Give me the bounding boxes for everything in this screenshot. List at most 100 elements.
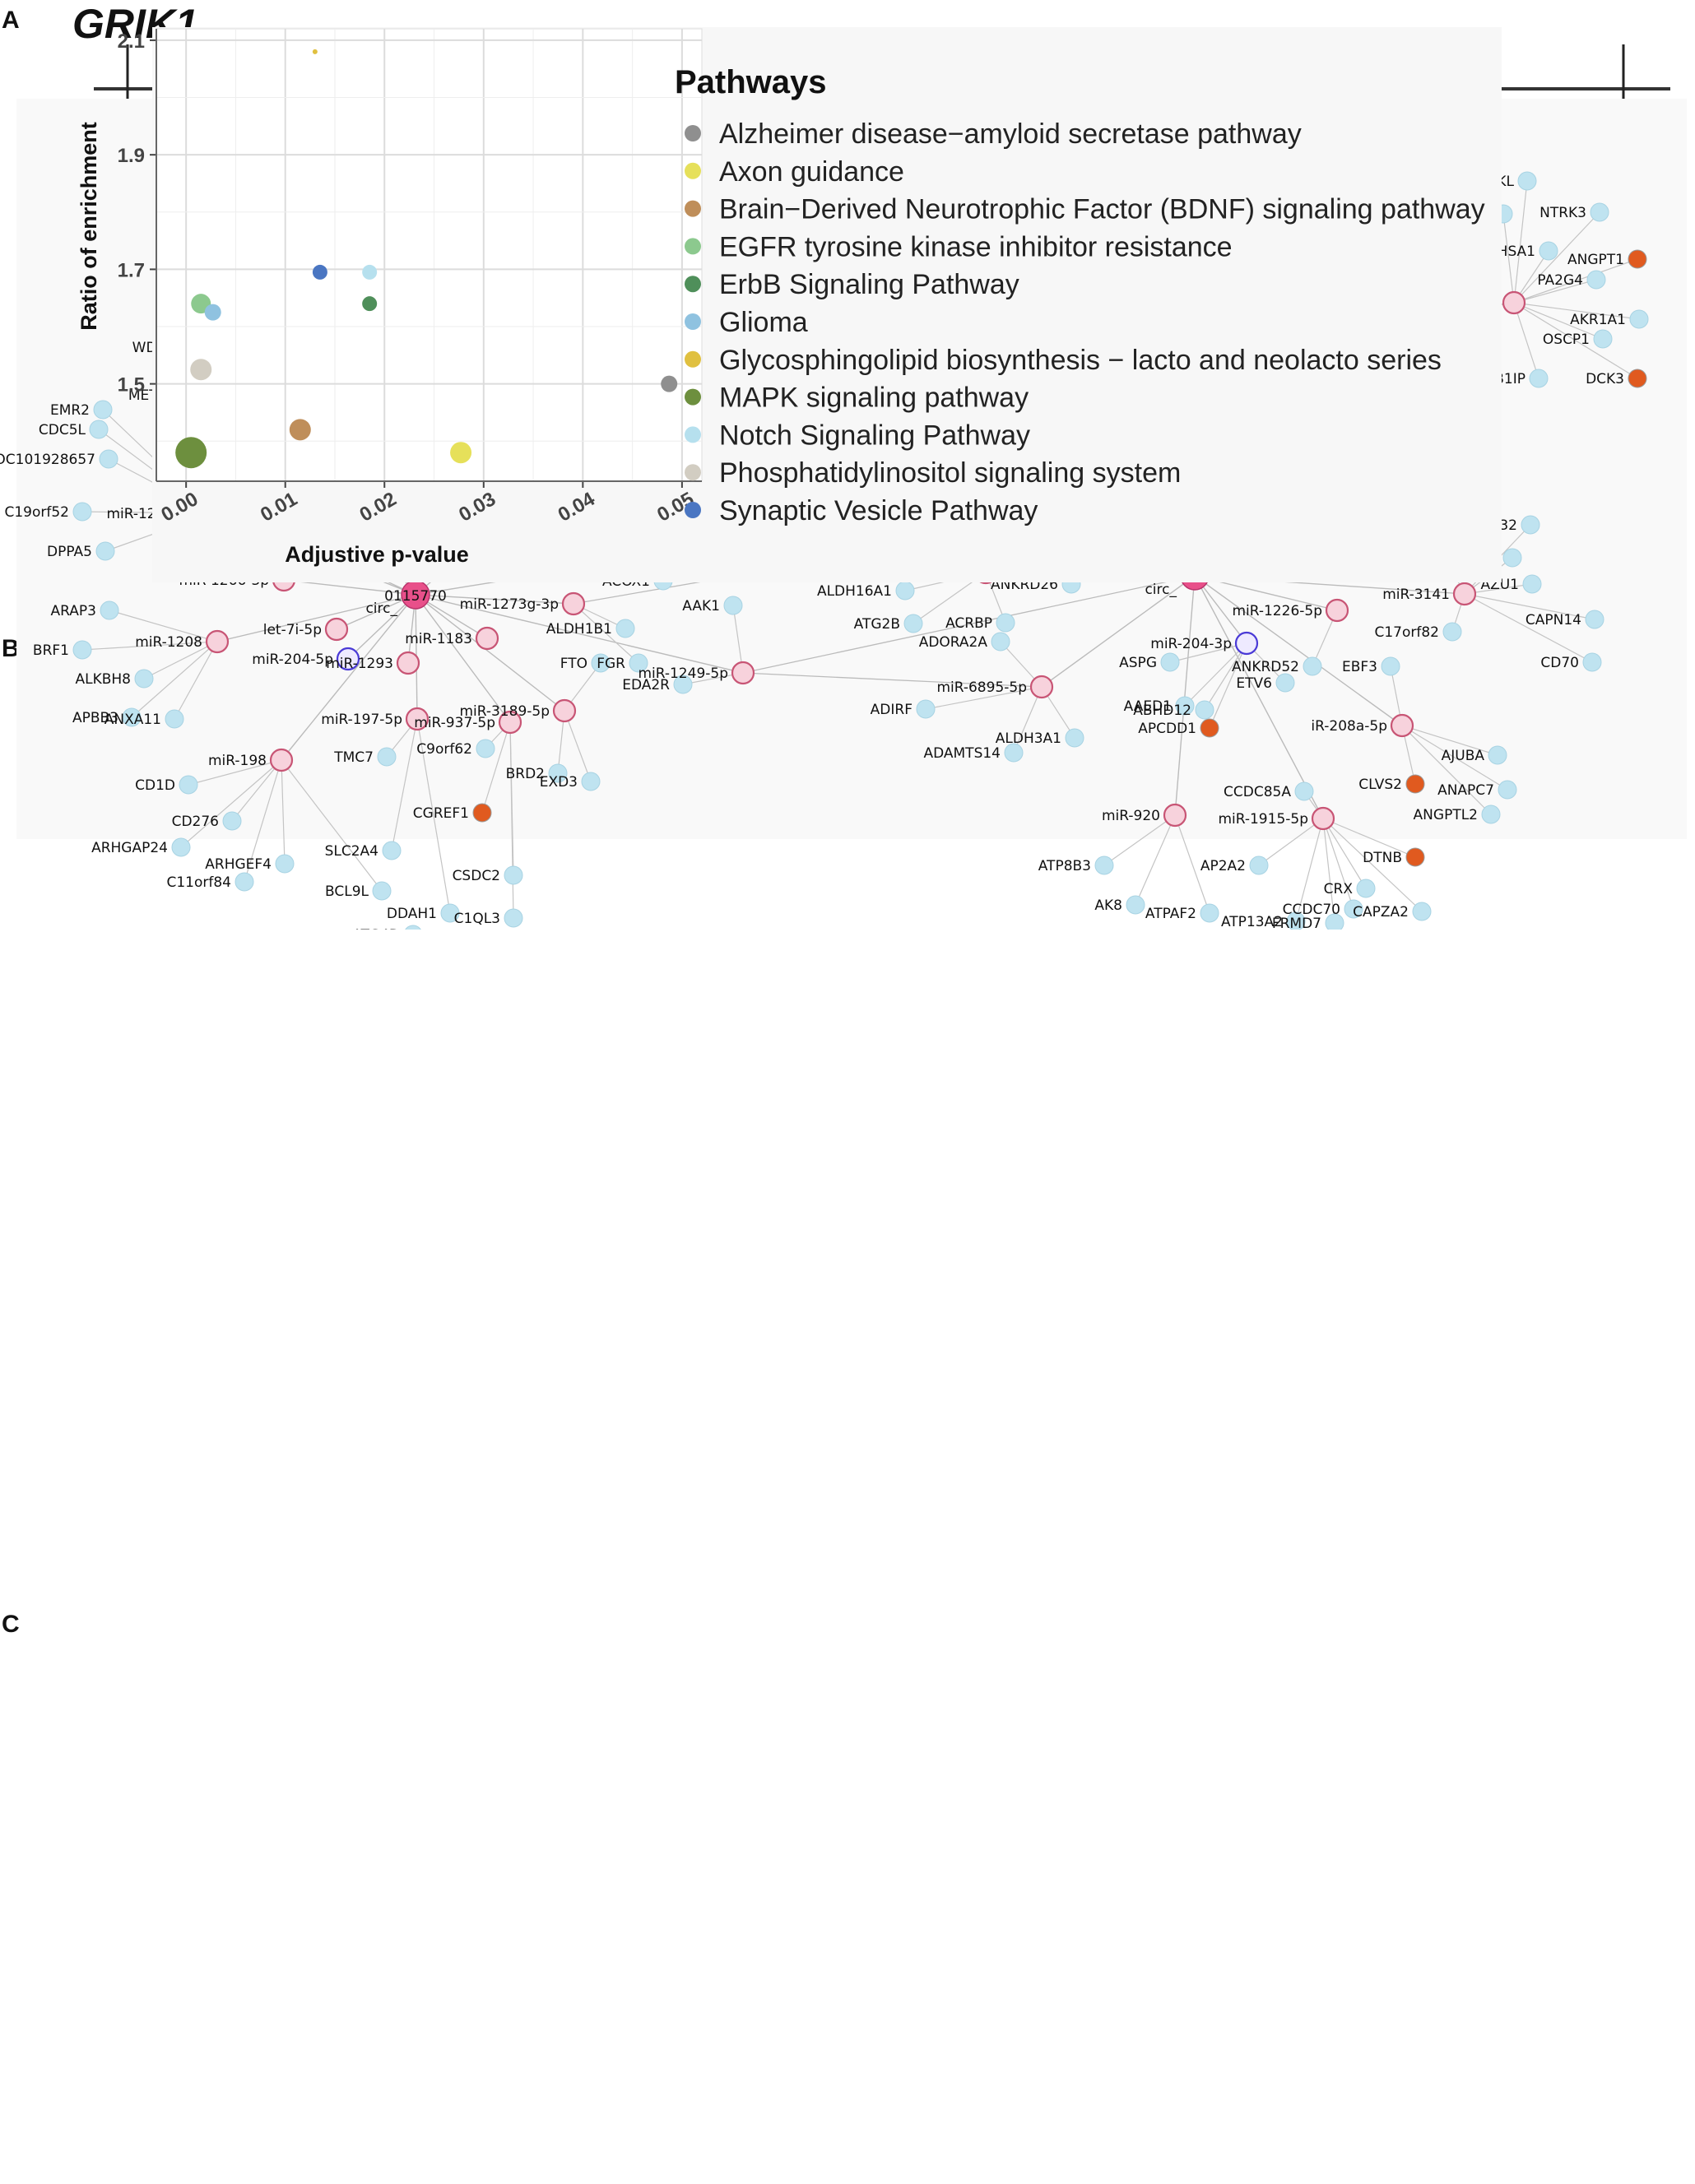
mirna-label: miR-1226-5p bbox=[1232, 603, 1322, 619]
gene-node bbox=[548, 763, 568, 783]
gene-label: ARHGEF4 bbox=[205, 856, 272, 873]
scatter-point bbox=[190, 359, 212, 381]
gene-node bbox=[723, 596, 743, 615]
gene-label: AJUBA bbox=[1442, 748, 1485, 764]
mirna-label: miR-204-5p bbox=[252, 651, 333, 668]
gene-label: ALDH16A1 bbox=[817, 583, 892, 600]
gene-node bbox=[504, 865, 523, 885]
gene-node bbox=[1405, 774, 1425, 794]
mirna-label: miR-198 bbox=[208, 753, 267, 769]
gene-node bbox=[1303, 656, 1322, 676]
gene-label: ADIRF bbox=[871, 702, 913, 718]
legend-swatch bbox=[685, 125, 701, 141]
panel-c-letter: C bbox=[2, 1611, 20, 1638]
circrna-hub-id: 0115770 bbox=[384, 588, 447, 605]
scatter-point bbox=[312, 49, 318, 54]
mirna-label: miR-3141 bbox=[1382, 587, 1450, 603]
scatter-point bbox=[450, 442, 472, 464]
gene-label: PA2G4 bbox=[1537, 272, 1583, 289]
panel-b-letter: B bbox=[2, 635, 20, 662]
gene-label: ALDH3A1 bbox=[996, 730, 1061, 747]
legend-label: MAPK signaling pathway bbox=[719, 383, 1029, 414]
gene-label: DDAH1 bbox=[387, 906, 437, 922]
mirna-node bbox=[336, 647, 360, 671]
gene-node bbox=[673, 675, 693, 694]
gene-label: AAED1 bbox=[1124, 698, 1172, 715]
gene-label: BCL9L bbox=[325, 883, 369, 900]
gene-label: CRX bbox=[1324, 881, 1354, 897]
gene-node bbox=[1529, 369, 1549, 388]
legend-label: Notch Signaling Pathway bbox=[719, 420, 1030, 451]
y-tick-label: 2.1 bbox=[118, 30, 145, 53]
gene-node bbox=[1590, 202, 1609, 222]
panel-a-letter: A bbox=[2, 7, 20, 34]
circrna-hub-prefix: circ_ bbox=[1145, 582, 1177, 598]
mirna-node bbox=[1163, 803, 1187, 828]
mirna-label: miR-3189-5p bbox=[459, 703, 550, 720]
mirna-label: miR-1183 bbox=[405, 631, 472, 647]
mirna-node bbox=[1452, 582, 1477, 606]
gene-node bbox=[1249, 856, 1269, 875]
gene-node bbox=[134, 669, 154, 689]
gene-label: BRD2 bbox=[506, 766, 545, 782]
gene-node bbox=[991, 632, 1010, 651]
mirna-label: miR-1915-5p bbox=[1218, 811, 1308, 828]
gene-label: OSCP1 bbox=[1543, 332, 1590, 348]
gene-label: C17orf82 bbox=[1374, 624, 1439, 641]
gene-label: ATG2B bbox=[854, 616, 900, 633]
gene-node bbox=[1539, 241, 1558, 261]
gene-label: AP2A2 bbox=[1200, 858, 1246, 874]
scatter-point bbox=[362, 296, 378, 312]
gene-node bbox=[1522, 574, 1542, 594]
gene-label: DTNB bbox=[1363, 850, 1402, 866]
gene-label: ANKRD52 bbox=[1232, 659, 1299, 675]
gene-label: CDC5L bbox=[39, 422, 86, 438]
gene-node bbox=[581, 772, 601, 791]
gene-node bbox=[72, 640, 92, 660]
mirna-label: miR-1208 bbox=[135, 634, 202, 651]
mirna-node bbox=[1325, 598, 1349, 623]
gene-node bbox=[377, 747, 397, 767]
mirna-node bbox=[205, 629, 230, 654]
mirna-node bbox=[552, 698, 577, 723]
gene-node bbox=[72, 502, 92, 522]
gene-node bbox=[171, 837, 191, 857]
gene-node bbox=[1629, 309, 1649, 329]
gene-node bbox=[472, 803, 492, 823]
legend-swatch bbox=[685, 502, 701, 518]
legend-label: Glycosphingolipid biosynthesis − lacto a… bbox=[719, 345, 1442, 376]
gene-node bbox=[591, 653, 611, 673]
gene-node bbox=[179, 775, 198, 795]
y-tick-label: 1.9 bbox=[118, 145, 145, 167]
mirna-label: miR-1293 bbox=[326, 656, 393, 672]
gene-label: NTRK3 bbox=[1539, 205, 1586, 221]
legend-item: ErbB Signaling Pathway bbox=[685, 269, 1019, 300]
gene-node bbox=[165, 709, 184, 729]
mirna-node bbox=[269, 748, 294, 772]
legend-item: Glycosphingolipid biosynthesis − lacto a… bbox=[685, 345, 1442, 376]
gene-label: C1QL3 bbox=[454, 911, 500, 927]
gene-label: CLVS2 bbox=[1358, 777, 1402, 793]
gene-node bbox=[1065, 728, 1084, 748]
legend-label: Alzheimer disease−amyloid secretase path… bbox=[719, 118, 1302, 150]
legend-item: Synaptic Vesicle Pathway bbox=[685, 495, 1038, 526]
gene-label: EBF3 bbox=[1342, 659, 1377, 675]
gene-node bbox=[1160, 652, 1180, 672]
legend-swatch bbox=[685, 464, 701, 481]
gene-node bbox=[1517, 171, 1537, 191]
gene-node bbox=[476, 739, 495, 758]
gene-label: C19orf52 bbox=[4, 504, 69, 521]
gene-node bbox=[100, 600, 119, 620]
gene-node bbox=[1195, 700, 1214, 720]
mirna-label: miR-1273g-3p bbox=[460, 596, 559, 613]
mirna-node bbox=[1502, 290, 1526, 315]
gene-label: CSDC2 bbox=[453, 868, 500, 884]
gene-label: AK8 bbox=[1094, 897, 1122, 914]
gene-node bbox=[1294, 781, 1314, 801]
gene-label: EXD3 bbox=[540, 774, 578, 791]
mirna-node bbox=[1029, 675, 1054, 699]
gene-node bbox=[1521, 515, 1540, 535]
legend-item: Phosphatidylinositol signaling system bbox=[685, 457, 1181, 489]
gene-label: ADORA2A bbox=[919, 634, 988, 651]
gene-label: ANXA11 bbox=[104, 712, 161, 728]
